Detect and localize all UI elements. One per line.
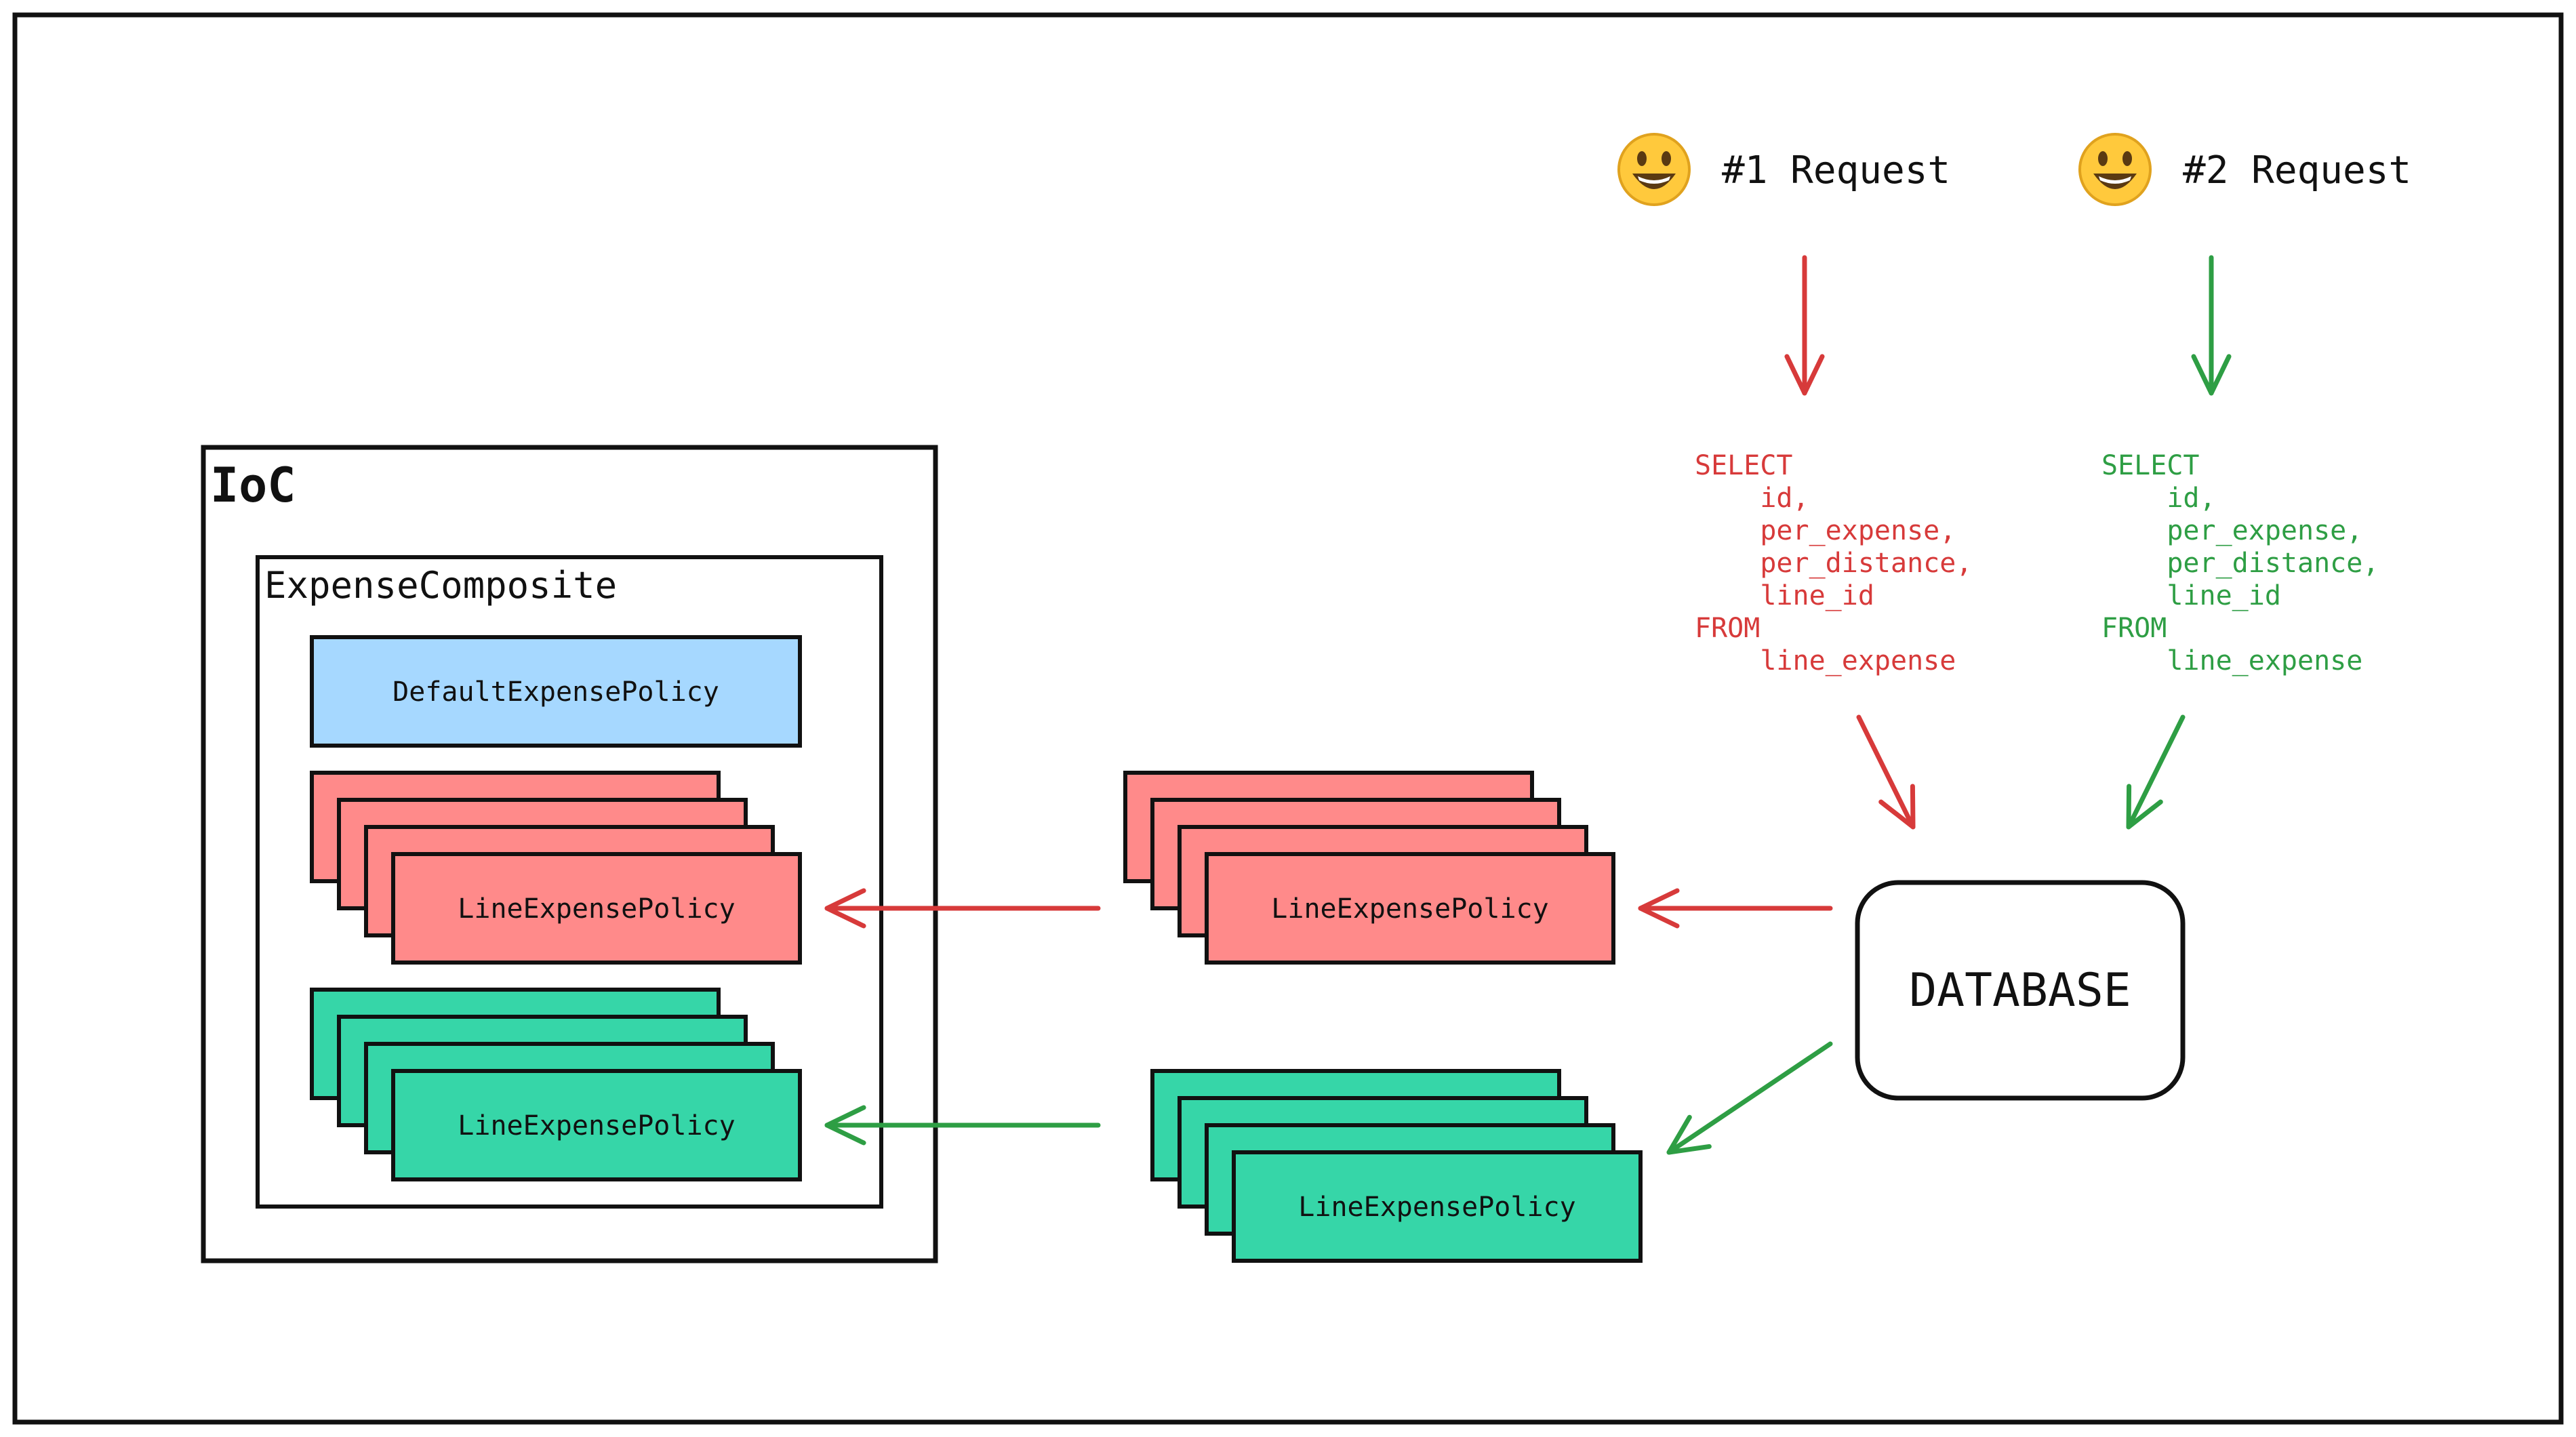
smiling-face-icon bbox=[1617, 133, 1691, 206]
sql-line: FROM bbox=[1695, 613, 1760, 644]
ioc-label: IoC bbox=[210, 458, 296, 513]
ioc-red-line-expense-policy-stack: LineExpensePolicy bbox=[310, 771, 802, 965]
ioc-green-line-expense-policy-stack: LineExpensePolicy bbox=[310, 988, 802, 1181]
sql-line: SELECT bbox=[1695, 450, 1793, 481]
sql-line: line_id bbox=[1695, 580, 1874, 611]
arrow-database-to-mid-red bbox=[1638, 888, 1833, 929]
sql-line: line_id bbox=[2101, 580, 2281, 611]
request-1-label: #1 Request bbox=[1722, 148, 1950, 193]
sql-line: id, bbox=[1695, 483, 1809, 514]
sql-line: per_expense, bbox=[1695, 515, 1956, 546]
sql-line: line_expense bbox=[2101, 645, 2362, 676]
sql-line: line_expense bbox=[1695, 645, 1956, 676]
line-expense-policy-label: LineExpensePolicy bbox=[458, 1110, 735, 1141]
sql-line: per_distance, bbox=[1695, 548, 1972, 579]
database-label: DATABASE bbox=[1909, 964, 2131, 1017]
arrow-request2-to-sql bbox=[2191, 255, 2232, 396]
request-2: #2 Request bbox=[2078, 133, 2411, 206]
policy-card-front bbox=[1205, 852, 1615, 965]
request-2-label: #2 Request bbox=[2183, 148, 2411, 193]
line-expense-policy-label: LineExpensePolicy bbox=[458, 893, 735, 925]
policy-card-front bbox=[1232, 1150, 1643, 1263]
smiling-face-icon bbox=[2078, 133, 2152, 206]
sql-query-1: SELECT id, per_expense, per_distance, li… bbox=[1695, 450, 1972, 676]
sql-line: id, bbox=[2101, 483, 2216, 514]
policy-card-front bbox=[391, 852, 802, 965]
sql-line: per_expense, bbox=[2101, 515, 2362, 546]
sql-line: FROM bbox=[2101, 613, 2167, 644]
sql-query-2: SELECT id, per_expense, per_distance, li… bbox=[2101, 450, 2379, 676]
flow-arrows bbox=[824, 255, 2232, 1155]
policy-card-front bbox=[391, 1069, 802, 1181]
line-expense-policy-label: LineExpensePolicy bbox=[1298, 1192, 1575, 1223]
arrow-mid-green-to-ioc bbox=[824, 1105, 1101, 1146]
default-expense-policy-box: DefaultExpensePolicy bbox=[310, 635, 802, 748]
sql-line: per_distance, bbox=[2101, 548, 2379, 579]
mid-red-line-expense-policy-stack: LineExpensePolicy bbox=[1123, 771, 1615, 965]
arrow-request1-to-sql bbox=[1784, 255, 1825, 396]
database-box: DATABASE bbox=[1855, 880, 2186, 1101]
expense-composite-label: ExpenseComposite bbox=[264, 564, 617, 607]
default-expense-policy-label: DefaultExpensePolicy bbox=[393, 676, 719, 708]
mid-green-line-expense-policy-stack: LineExpensePolicy bbox=[1150, 1069, 1643, 1263]
arrow-sql1-to-database bbox=[1856, 714, 1916, 830]
arrow-mid-red-to-ioc bbox=[824, 888, 1101, 929]
arrow-sql2-to-database bbox=[2126, 714, 2186, 830]
request-1: #1 Request bbox=[1617, 133, 1950, 206]
arrow-database-to-mid-green bbox=[1666, 1041, 1833, 1155]
line-expense-policy-label: LineExpensePolicy bbox=[1271, 893, 1548, 925]
sql-line: SELECT bbox=[2101, 450, 2200, 481]
